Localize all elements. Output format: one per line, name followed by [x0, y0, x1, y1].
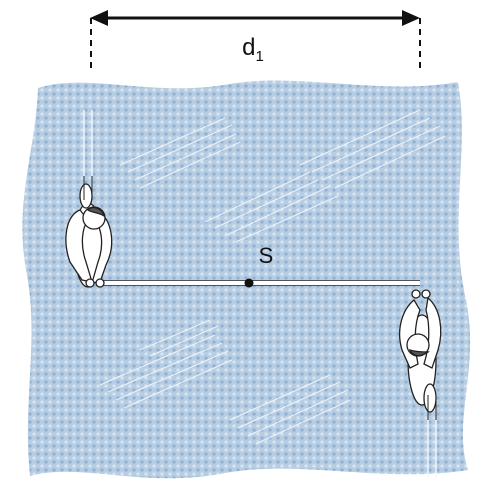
skater-right-icon: [399, 289, 442, 420]
arrowhead-left-icon: [90, 10, 108, 26]
distance-label: d1: [242, 34, 264, 65]
distance-dimension: [90, 10, 421, 72]
arrowhead-right-icon: [402, 10, 420, 26]
ice-scratches: [99, 109, 446, 445]
ice-surface: [22, 80, 471, 479]
center-label: S: [259, 243, 274, 268]
center-point-s: [244, 278, 254, 288]
skater-left-icon: [65, 176, 113, 288]
